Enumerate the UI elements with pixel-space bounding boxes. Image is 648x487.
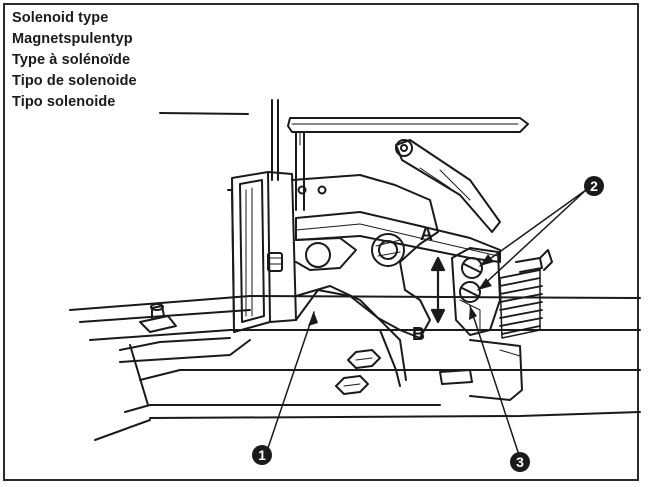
pivot-screw bbox=[371, 233, 405, 267]
leader-arrowheads bbox=[308, 254, 494, 326]
callout-3-number: 3 bbox=[516, 454, 524, 470]
label-italian: Tipo solenoide bbox=[12, 94, 116, 110]
adjust-screw-upper bbox=[461, 257, 483, 279]
callout-leaders bbox=[267, 189, 587, 453]
label-leader-line bbox=[159, 112, 249, 115]
callout-3: 3 bbox=[510, 452, 530, 472]
label-spanish: Tipo de solenoide bbox=[12, 73, 137, 89]
callout-2-number: 2 bbox=[590, 178, 598, 194]
label-french: Type à solénoïde bbox=[12, 52, 131, 68]
main-casting bbox=[291, 174, 439, 387]
top-plate bbox=[287, 117, 529, 133]
callout-1: 1 bbox=[252, 445, 272, 465]
label-german: Magnetspulentyp bbox=[12, 31, 133, 47]
letter-a: A bbox=[420, 224, 433, 244]
letter-b: B bbox=[412, 324, 425, 344]
direction-arrow bbox=[430, 256, 446, 324]
label-english: Solenoid type bbox=[12, 10, 109, 26]
adjust-plate bbox=[451, 247, 501, 336]
adjust-screw-lower bbox=[459, 281, 481, 303]
language-labels: Solenoid type Magnetspulentyp Type à sol… bbox=[12, 8, 137, 113]
left-bracket bbox=[139, 303, 177, 333]
machine-bed bbox=[69, 295, 641, 441]
lower-block bbox=[439, 339, 523, 401]
upper-pole bbox=[271, 99, 279, 181]
lever-plate bbox=[295, 211, 501, 263]
bed-nut-lower bbox=[335, 375, 369, 395]
upper-link bbox=[395, 139, 501, 233]
rod bbox=[295, 131, 305, 211]
housing-nut bbox=[267, 252, 283, 272]
callout-2: 2 bbox=[584, 176, 604, 196]
callout-1-number: 1 bbox=[258, 447, 266, 463]
solenoid-housing bbox=[227, 171, 297, 333]
bed-nut-upper bbox=[347, 349, 381, 369]
return-spring bbox=[499, 249, 553, 339]
diagram-frame bbox=[3, 3, 639, 481]
